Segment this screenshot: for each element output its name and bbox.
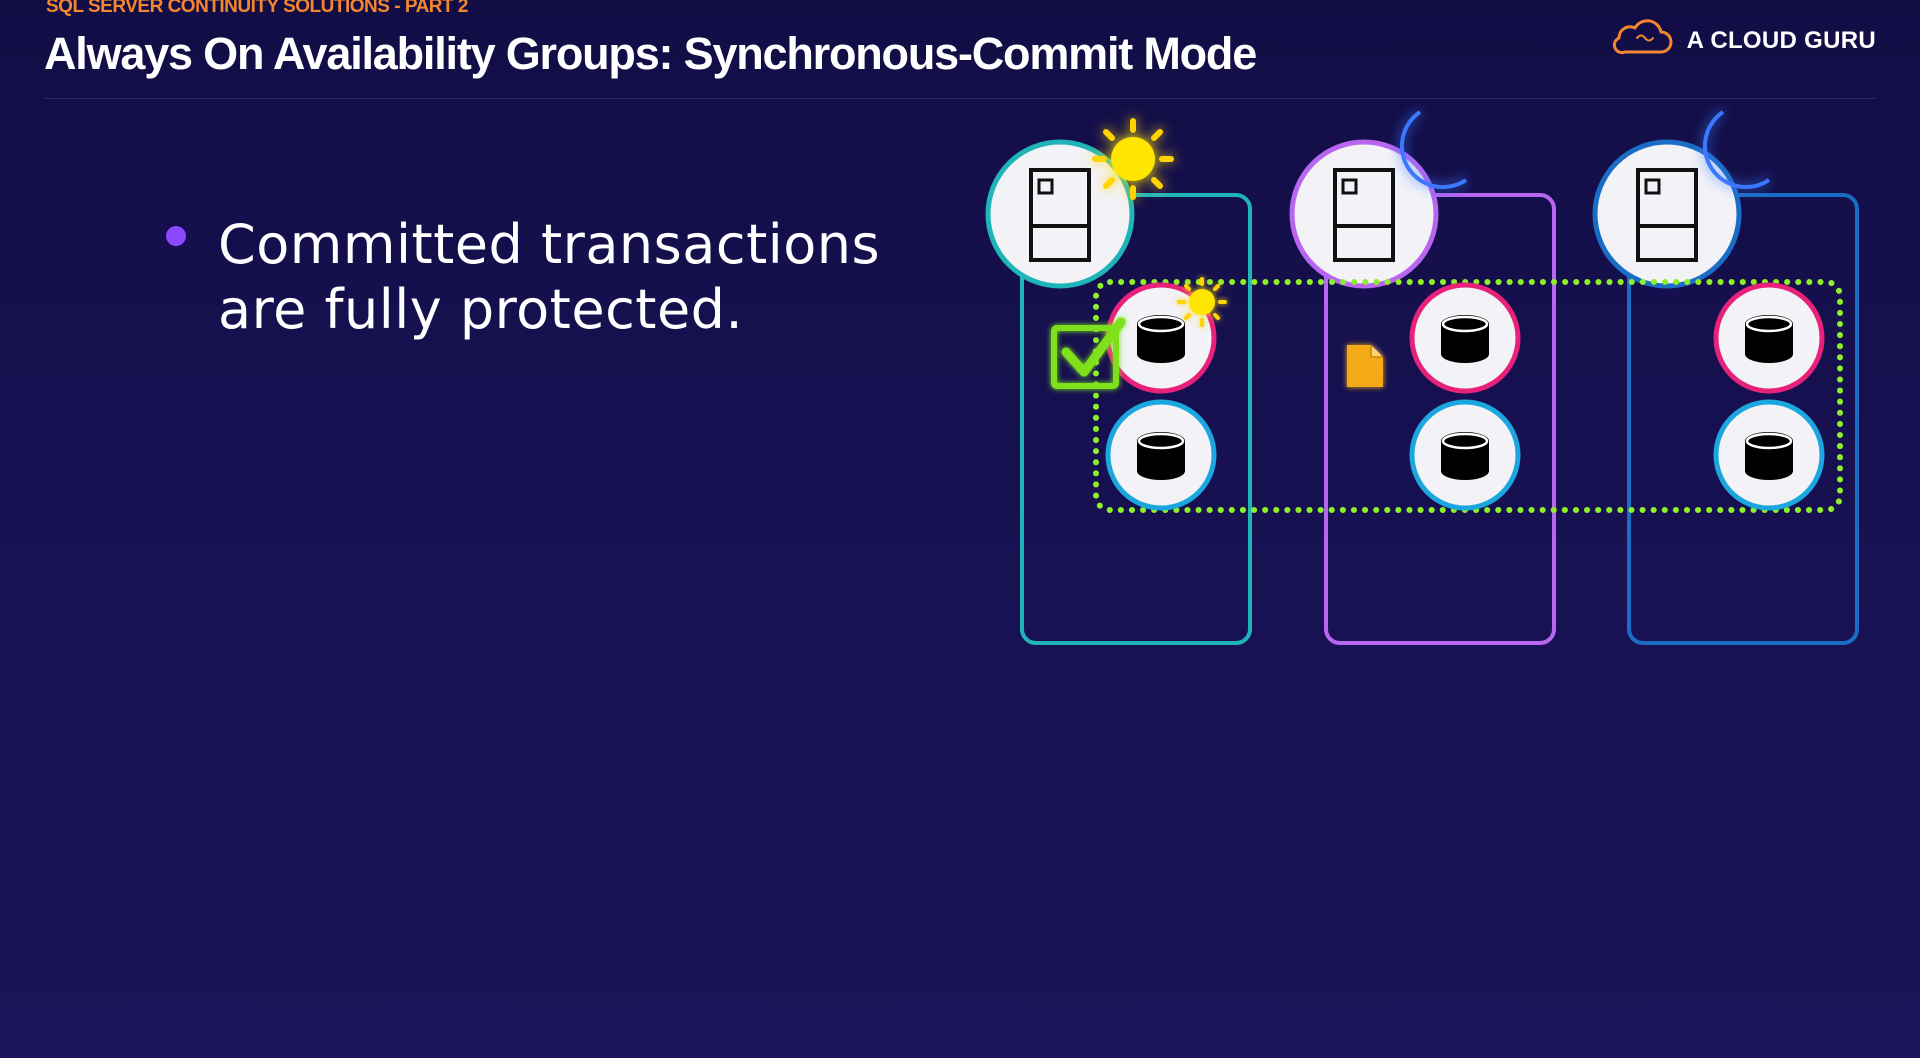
- database-icon: [1713, 399, 1825, 511]
- database-icon: [1105, 399, 1217, 511]
- secondary-replica-frame: [1324, 193, 1556, 645]
- bullet-list: Committed transactions are fully protect…: [166, 212, 886, 342]
- section-subtitle: SQL SERVER CONTINUITY SOLUTIONS - PART 2: [46, 0, 468, 17]
- sun-icon: [1092, 118, 1174, 200]
- brand-name: A CLOUD GURU: [1686, 26, 1876, 54]
- secondary-replica-node: [1592, 110, 1859, 645]
- bullet-line: are fully protected.: [218, 278, 744, 341]
- primary-replica-node: [985, 118, 1252, 645]
- database-icon: [1409, 399, 1521, 511]
- checkmark-icon: [1051, 317, 1126, 389]
- database-icon: [1409, 282, 1521, 394]
- secondary-replica-frame: [1627, 193, 1859, 645]
- secondary-replica-node: [1289, 110, 1556, 645]
- log-file-icon: [1347, 345, 1383, 387]
- server-icon: [1592, 139, 1742, 289]
- cloud-logo-icon: [1611, 18, 1675, 63]
- moon-icon: [1702, 110, 1771, 190]
- bullet-item: Committed transactions are fully protect…: [218, 212, 886, 342]
- server-icon: [985, 139, 1135, 289]
- small-sun-icon: [1177, 277, 1227, 327]
- slide-title: Always On Availability Groups: Synchrono…: [44, 28, 1257, 79]
- bullet-line: Committed transactions: [218, 213, 881, 276]
- availability-group-boundary: [1093, 279, 1843, 513]
- header-divider: [44, 98, 1876, 99]
- brand-logo: A CLOUD GURU: [1611, 18, 1876, 63]
- server-icon: [1289, 139, 1439, 289]
- database-icon: [1713, 282, 1825, 394]
- bullet-dot: [166, 226, 186, 246]
- moon-icon: [1399, 110, 1468, 190]
